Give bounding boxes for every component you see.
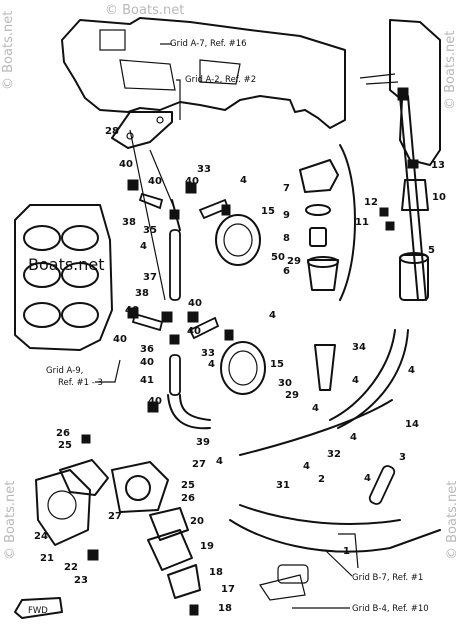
central-hoses: [127, 129, 230, 430]
grid-ref-b7: Grid B-7, Ref. #1: [352, 573, 423, 583]
part-label: 36: [140, 344, 154, 355]
part-label: 4: [350, 432, 357, 443]
part-label: 14: [405, 419, 419, 430]
part-label: 4: [216, 456, 223, 467]
part-label: 40: [188, 298, 202, 309]
part-label: 4: [140, 241, 147, 252]
grid-ref-a9-line2: Ref. #1 - 3: [58, 378, 103, 388]
watermark-bottom-right: © Boats.net: [445, 481, 460, 560]
part-label: 26: [181, 493, 195, 504]
fwd-label: FWD: [28, 606, 48, 616]
part-label: 28: [105, 126, 119, 137]
filter-assembly: [299, 144, 356, 301]
part-label: 38: [122, 217, 136, 228]
part-label: 2: [318, 474, 325, 485]
part-label: 22: [64, 562, 78, 573]
part-label: 4: [408, 365, 415, 376]
part-label: 3: [399, 452, 406, 463]
part-label: 29: [287, 256, 301, 267]
part-label: 29: [285, 390, 299, 401]
part-label: 9: [283, 210, 290, 221]
part-label: 37: [143, 272, 157, 283]
part-label: 11: [355, 217, 369, 228]
part-label: 40: [185, 176, 199, 187]
part-label: 34: [352, 342, 366, 353]
part-label: 24: [34, 531, 48, 542]
part-label: 4: [352, 375, 359, 386]
part-label: 31: [276, 480, 290, 491]
upper-right-bracket: [359, 19, 441, 301]
part-label: 33: [197, 164, 211, 175]
part-label: 40: [148, 396, 162, 407]
long-hoses: [239, 329, 409, 505]
part-label: 40: [187, 326, 201, 337]
part-label: 39: [196, 437, 210, 448]
engine-block-top: [61, 17, 346, 129]
part-label: 8: [283, 233, 290, 244]
part-label: 12: [364, 197, 378, 208]
lower-left-pump-parts: [35, 434, 201, 616]
grid-ref-a7: Grid A-7, Ref. #16: [170, 39, 247, 49]
part-label: 40: [119, 159, 133, 170]
part-label: 4: [364, 473, 371, 484]
grid-ref-a2: Grid A-2, Ref. #2: [185, 75, 256, 85]
part-label: 25: [58, 440, 72, 451]
part-label: 23: [74, 575, 88, 586]
part-label: 50: [271, 252, 285, 263]
part-label: 10: [432, 192, 446, 203]
part-label: 15: [261, 206, 275, 217]
part-label: 40: [113, 334, 127, 345]
fwd-arrow: [14, 597, 63, 619]
part-label: 27: [108, 511, 122, 522]
part-label: 4: [208, 359, 215, 370]
cylinder-block-left: [14, 204, 113, 351]
part-label: 5: [428, 245, 435, 256]
part-label: 41: [140, 375, 154, 386]
part-label: 26: [56, 428, 70, 439]
part-label: 35: [143, 225, 157, 236]
part-label: 4: [312, 403, 319, 414]
part-label: 18: [209, 567, 223, 578]
part-label: 4: [269, 310, 276, 321]
grid-ref-b4: Grid B-4, Ref. #10: [352, 604, 429, 614]
part-label: 40: [125, 305, 139, 316]
grid-ref-leaders: [95, 43, 359, 609]
part-label: 13: [431, 160, 445, 171]
gasket-plate-28: [111, 111, 173, 149]
part-label: 40: [140, 357, 154, 368]
watermark-right-vertical: © Boats.net: [443, 31, 458, 110]
part-label: 4: [240, 175, 247, 186]
part-label: 38: [135, 288, 149, 299]
watermark-top: © Boats.net: [105, 3, 184, 18]
grid-ref-a9-line1: Grid A-9,: [46, 366, 83, 376]
part-label: 7: [283, 183, 290, 194]
right-filter-5: [379, 159, 429, 301]
part-label: 25: [181, 480, 195, 491]
part-label: 6: [283, 266, 290, 277]
fuel-pump-upper: [215, 204, 261, 266]
fuel-pump-lower: [220, 329, 266, 395]
part-label: 4: [303, 461, 310, 472]
part-label: 21: [40, 553, 54, 564]
part-label: 15: [270, 359, 284, 370]
part-label: 18: [218, 603, 232, 614]
part-label: 17: [221, 584, 235, 595]
part-label: 32: [327, 449, 341, 460]
part-label: 33: [201, 348, 215, 359]
part-label: 19: [200, 541, 214, 552]
watermark-center: Boats.net: [28, 255, 105, 274]
part-label: 1: [343, 546, 350, 557]
part-label: 27: [192, 459, 206, 470]
part-label: 30: [278, 378, 292, 389]
watermark-bottom-left: © Boats.net: [3, 481, 18, 560]
part-label: 20: [190, 516, 204, 527]
part-number-callouts: 28 40 40 40 33 4 38 35 4 15 37 38 40 40 …: [34, 126, 446, 614]
part-label: 40: [148, 176, 162, 187]
watermark-left-vertical: © Boats.net: [1, 11, 16, 90]
engine-base-bottom: [229, 504, 441, 601]
